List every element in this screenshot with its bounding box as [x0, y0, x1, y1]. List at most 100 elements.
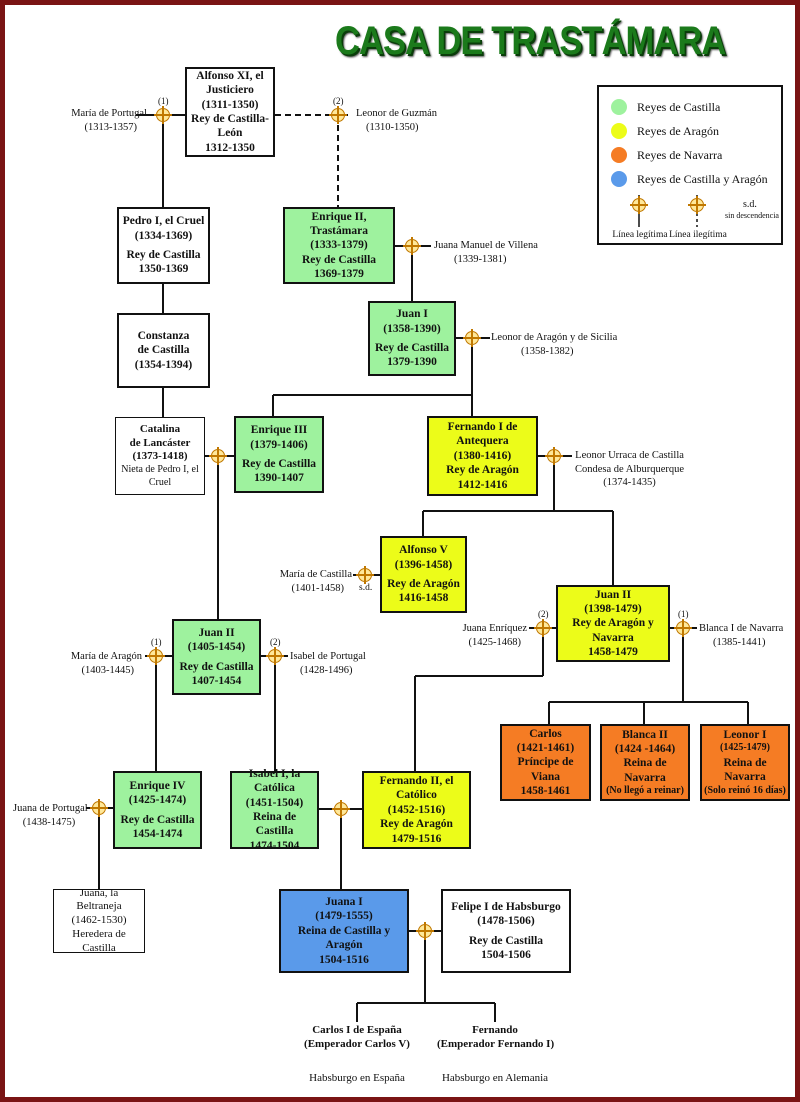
descendant-title: (Emperador Fernando I) [437, 1037, 555, 1050]
person-reign: 1504-1506 [481, 948, 531, 961]
person-reign: 1479-1516 [391, 832, 442, 845]
person-name: Juan II [198, 626, 235, 639]
legend-label: Reyes de Navarra [637, 147, 723, 162]
legend: Reyes de Castilla Reyes de Aragón Reyes … [597, 85, 783, 245]
person-name: Juana, la Beltraneja [76, 886, 122, 913]
person-title: Rey de Castilla [120, 813, 195, 826]
person-name: Constanza [137, 329, 190, 342]
spouse-name: Leonor Urraca de Castilla [575, 450, 684, 461]
person-dates: (1379-1406) [250, 438, 308, 451]
person-dates: (1396-1458) [394, 558, 453, 571]
person-juana-beltraneja: Juana, la Beltraneja (1462-1530) Hereder… [53, 886, 145, 954]
person-dates: (1478-1506) [477, 915, 535, 928]
spouse-dates: (1358-1382) [521, 345, 574, 357]
person-reign: 1474-1504 [249, 839, 300, 852]
legend-line-samples [638, 195, 698, 227]
person-name: Fernando I de Antequera [447, 421, 518, 448]
legend-item-aragon: Reyes de Aragón [611, 123, 719, 139]
person-reign: 1350-1369 [138, 263, 189, 276]
person-enrique-ii: Enrique II, Trastámara (1333-1379) Rey d… [283, 207, 395, 284]
marriage-ring-icon [332, 800, 350, 818]
person-dates: (1311-1350) [201, 98, 259, 111]
person-reign: 1379-1390 [387, 356, 437, 369]
orange-dot-icon [611, 147, 627, 163]
spouse-name: Leonor de Guzmán [356, 108, 438, 119]
person-reign: (No llegó a reinar) [606, 785, 684, 796]
person-pedro-i: Pedro I, el Cruel (1334-1369) Rey de Cas… [117, 207, 210, 284]
spouse-name: Isabel de Portugal [290, 651, 366, 662]
person-title: Reina de Navarra [723, 756, 767, 784]
person-name: Isabel I, la Católica [248, 767, 301, 795]
person-felipe-i: Felipe I de Habsburgo (1478-1506) Rey de… [441, 889, 571, 973]
legend-sd-meaning: sin descendencia [725, 211, 779, 220]
person-name: Pedro I, el Cruel [122, 215, 205, 228]
spouse-name: María de Aragón [70, 651, 142, 662]
person-leonor-i: Leonor I (1425-1479) Reina de Navarra (S… [700, 724, 790, 801]
yellow-dot-icon [611, 123, 627, 139]
person-enrique-iii: Enrique III (1379-1406) Rey de Castilla … [234, 416, 324, 493]
person-title: Reina de Castilla y Aragón [297, 924, 391, 952]
person-name: de Castilla [137, 344, 190, 357]
person-dates: (1333-1379) [310, 239, 368, 252]
person-title: Rey de Castilla [468, 934, 544, 947]
person-dates: (1451-1504) [245, 796, 304, 809]
person-name: Alfonso V [399, 544, 448, 557]
person-title: Rey de Castilla-León [191, 113, 269, 140]
green-dot-icon [611, 99, 627, 115]
spouse-dates: (1310-1350) [366, 121, 419, 133]
person-dates: (1380-1416) [453, 449, 512, 462]
spouse-dates: (1385-1441) [713, 636, 766, 648]
legend-label: Reyes de Castilla [637, 99, 721, 114]
spouse-dates: (1313-1357) [84, 121, 138, 133]
marriage-ring-icon [545, 447, 563, 465]
person-reign: 1412-1416 [457, 478, 508, 491]
person-reign: 1504-1516 [319, 953, 369, 966]
person-dates: (1405-1454) [187, 641, 246, 654]
person-juan-ii-castilla: Juan II (1405-1454) Rey de Castilla 1407… [172, 619, 261, 695]
person-dates: (1354-1394) [134, 358, 193, 371]
spouse-dates: (1438-1475) [22, 816, 76, 828]
spouse-name: María de Castilla [279, 569, 352, 580]
descendant-name: Fernando [472, 1024, 518, 1036]
spouse-maria-portugal: María de Portugal (1313-1357) [50, 107, 147, 134]
spouse-leonor-guzman: Leonor de Guzmán (1310-1350) [356, 107, 437, 134]
spouse-maria-aragon: María de Aragón (1403-1445) [50, 650, 142, 677]
person-juana-i: Juana I (1479-1555) Reina de Castilla y … [279, 889, 409, 973]
person-name: Enrique IV [129, 779, 186, 792]
person-title: Rey de Aragón y Navarra [572, 617, 654, 644]
marriage-number: (2) [538, 609, 549, 619]
person-isabel-i: Isabel I, la Católica (1451-1504) Reina … [230, 768, 319, 852]
person-title: Rey de Castilla [374, 342, 450, 354]
spouse-leonor-aragon: Leonor de Aragón y de Sicilia (1358-1382… [491, 331, 617, 358]
illegitimate-ring-icon [688, 196, 706, 214]
person-name: Catalina [139, 422, 181, 435]
person-dates: (1424 -1464) [614, 742, 676, 755]
person-title: Rey de Aragón [380, 818, 453, 831]
person-alfonso-v: Alfonso V (1396-1458) Rey de Aragón 1416… [380, 536, 467, 613]
spouse-isabel-portugal: Isabel de Portugal (1428-1496) [290, 650, 366, 677]
person-dates: (1462-1530) [71, 914, 127, 927]
person-name: Blanca II [622, 728, 668, 741]
person-name: Juan II [594, 588, 632, 601]
marriage-ring-icon [674, 619, 692, 637]
person-title: Rey de Aragón [446, 464, 519, 477]
marriage-ring-icon [356, 566, 374, 584]
person-dates: (1421-1461) [516, 741, 575, 754]
marriage-ring-icon [266, 647, 284, 665]
person-title: Rey de Castilla [179, 660, 254, 673]
blue-dot-icon [611, 171, 627, 187]
person-name: de Lancáster [129, 436, 191, 449]
person-title: Heredera de Castilla [72, 927, 126, 954]
spouse-juana-enriquez: Juana Enríquez (1425-1468) [445, 622, 527, 649]
legend-label: Reyes de Castilla y Aragón [637, 171, 768, 186]
person-reign: 1390-1407 [254, 472, 304, 485]
person-dates: (1479-1555) [315, 910, 373, 923]
spouse-juana-portugal: Juana de Portugal (1438-1475) [13, 802, 88, 829]
person-dates: (1425-1474) [128, 794, 187, 807]
person-name: Enrique II, Trastámara [310, 210, 368, 237]
marriage-number: (1) [158, 96, 169, 106]
marriage-ring-icon [463, 329, 481, 347]
legend-legitimate: Línea legítima [612, 230, 668, 240]
spouse-dates: (1401-1458) [291, 582, 345, 594]
